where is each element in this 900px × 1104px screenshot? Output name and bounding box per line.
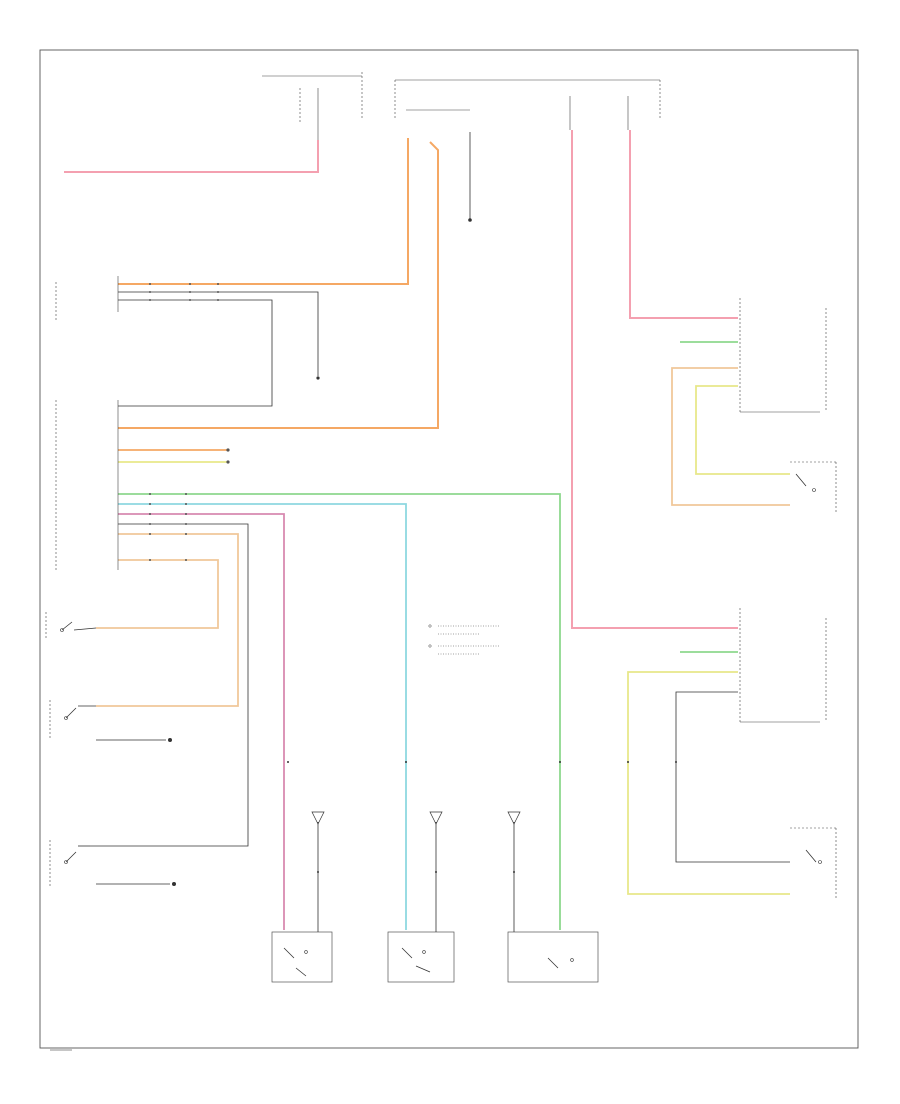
wire-orange-2 xyxy=(118,141,439,429)
right-module-upper xyxy=(739,298,827,413)
splice-points xyxy=(287,761,677,873)
right-switch-lower xyxy=(790,827,837,900)
ground-module xyxy=(316,360,320,380)
diagram-border xyxy=(39,49,859,1049)
ground-symbol-left xyxy=(311,811,325,825)
wire-yellow-right-2 xyxy=(627,671,790,895)
wire-pink-right xyxy=(629,130,738,319)
switch-left-1 xyxy=(45,612,97,640)
wire-magenta xyxy=(118,513,285,930)
ground-symbol-center xyxy=(429,811,443,825)
wire-peach-right-1 xyxy=(671,367,790,506)
wire-gray-right xyxy=(675,691,790,863)
wire-yellow-right-1 xyxy=(695,385,790,475)
wire-gray-1 xyxy=(118,291,319,360)
left-module xyxy=(55,276,119,570)
notes-block xyxy=(428,624,500,655)
wire-peach-2 xyxy=(96,559,219,629)
wire-orange-1 xyxy=(118,138,409,285)
wire-gray-2 xyxy=(118,299,273,407)
wire-pink-feed xyxy=(64,140,319,173)
switch-left-3 xyxy=(49,840,176,886)
bottom-switch-center xyxy=(387,931,455,983)
connector-dots xyxy=(149,283,230,561)
right-module-lower xyxy=(739,608,827,723)
bottom-switch-left xyxy=(271,931,333,983)
wire-peach-1 xyxy=(96,533,239,707)
bottom-switch-right xyxy=(507,931,599,983)
wire-pink-long xyxy=(571,130,738,629)
ground-symbol-top xyxy=(468,132,472,222)
switch-left-2 xyxy=(49,700,172,742)
wire-gray-3 xyxy=(90,523,249,847)
fuse-block-right xyxy=(394,79,661,130)
right-switch-upper xyxy=(790,461,837,512)
wire-cyan xyxy=(118,503,407,930)
wire-green xyxy=(118,493,561,930)
fuse-block-left xyxy=(262,72,363,140)
ground-symbol-right xyxy=(507,811,521,825)
